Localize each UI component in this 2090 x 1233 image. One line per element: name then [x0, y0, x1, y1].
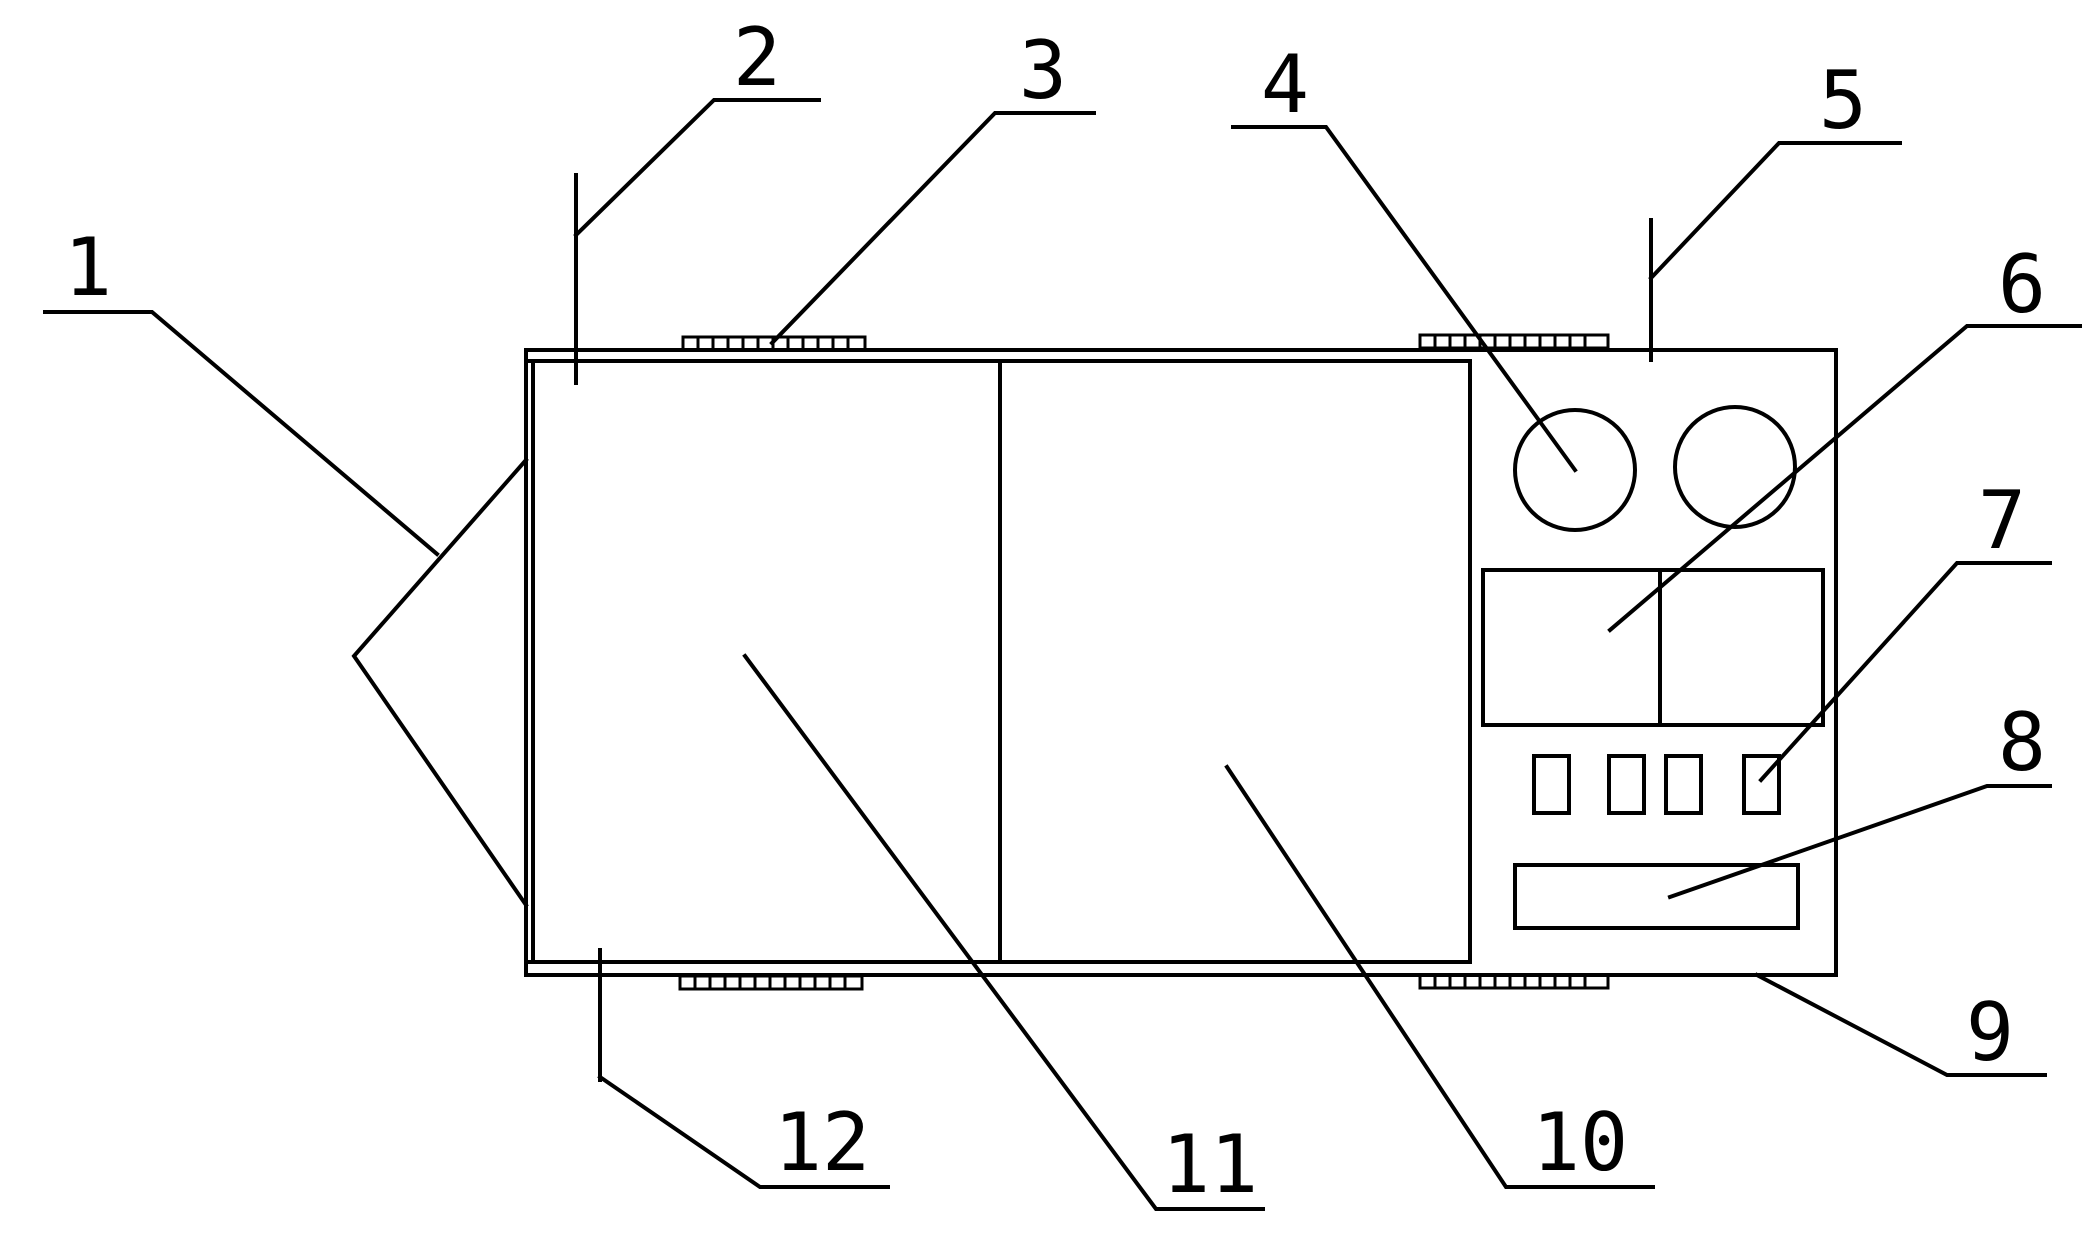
display-panel: [1481, 568, 1825, 727]
main-housing: [524, 348, 1838, 977]
leader-lines: [43, 98, 2082, 1211]
hinge-top-right: [1418, 333, 1610, 350]
label-6: 6: [1998, 238, 2046, 331]
front-wedge: [351, 457, 529, 908]
label-8: 8: [1998, 696, 2046, 789]
dial-right: [1673, 405, 1797, 529]
label-1: 1: [64, 221, 112, 314]
label-3: 3: [1019, 24, 1067, 117]
label-7: 7: [1978, 474, 2026, 567]
hinge-top-left: [681, 335, 867, 352]
hinge-bottom-right: [1418, 973, 1610, 990]
label-12: 12: [774, 1096, 870, 1189]
label-2: 2: [733, 11, 781, 104]
button-row: [1532, 754, 1781, 815]
hinge-bottom-left: [678, 974, 864, 991]
label-10: 10: [1532, 1096, 1628, 1189]
label-9: 9: [1966, 986, 2014, 1079]
reference-numerals: 1 2 3 4 5 6 7 8 9 10 11 12: [64, 11, 2046, 1211]
label-5: 5: [1819, 54, 1867, 147]
dial-left: [1513, 408, 1637, 532]
label-4: 4: [1261, 38, 1309, 131]
label-11: 11: [1162, 1118, 1258, 1211]
slot-panel: [1513, 863, 1800, 930]
